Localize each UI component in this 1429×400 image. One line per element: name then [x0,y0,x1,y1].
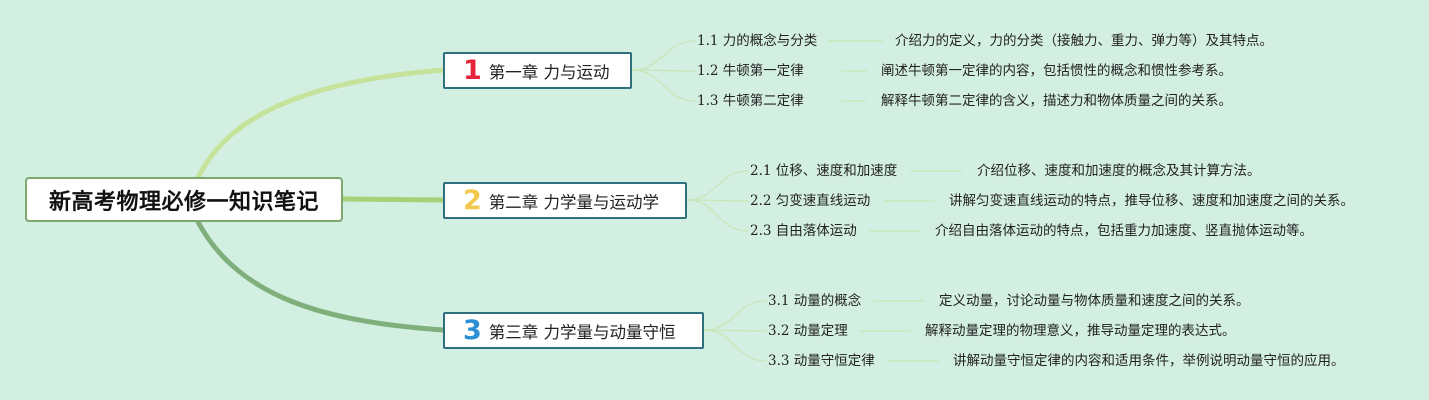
sub-branch-2-1 [686,170,749,201]
chapter-number-1: 1 [463,55,482,86]
section-label-3-3[interactable]: 3.3 动量守恒定律 [768,353,875,369]
section-label-3-2[interactable]: 3.2 动量定理 [768,323,848,339]
sub-branch-1-1 [631,40,696,71]
chapter-node-3[interactable]: 3 第三章 力学量与动量守恒 [443,312,704,349]
section-description-2-1: 介绍位移、速度和加速度的概念及其计算方法。 [977,163,1261,179]
section-label-2-1[interactable]: 2.1 位移、速度和加速度 [750,163,898,179]
branch-chapter-3 [195,219,446,333]
section-description-3-2: 解释动量定理的物理意义，推导动量定理的表达式。 [925,323,1236,339]
sub-branch-3-3 [703,329,767,362]
section-description-3-1: 定义动量，讨论动量与物体质量和速度之间的关系。 [939,293,1250,309]
sub-branch-1-3 [631,69,696,102]
branch-chapter-1 [195,67,446,181]
section-label-1-1[interactable]: 1.1 力的概念与分类 [697,33,818,49]
sub-branch-2-3 [686,199,749,232]
chapter-node-2[interactable]: 2 第二章 力学量与运动学 [443,182,687,219]
section-label-1-3[interactable]: 1.3 牛顿第二定律 [697,93,804,109]
chapter-title-2: 第二章 力学量与运动学 [488,192,660,212]
branch-chapter-2 [340,196,446,203]
chapter-number-3: 3 [463,315,482,346]
section-label-2-3[interactable]: 2.3 自由落体运动 [750,223,857,239]
section-label-1-2[interactable]: 1.2 牛顿第一定律 [697,63,804,79]
section-description-1-2: 阐述牛顿第一定律的内容，包括惯性的概念和惯性参考系。 [881,63,1232,79]
section-description-1-1: 介绍力的定义，力的分类（接触力、重力、弹力等）及其特点。 [895,33,1273,49]
root-node[interactable]: 新高考物理必修一知识笔记 [25,177,343,222]
section-description-2-2: 讲解匀变速直线运动的特点，推导位移、速度和加速度之间的关系。 [949,193,1354,209]
section-label-3-1[interactable]: 3.1 动量的概念 [768,293,862,309]
section-description-3-3: 讲解动量守恒定律的内容和适用条件，举例说明动量守恒的应用。 [953,353,1345,369]
section-description-1-3: 解释牛顿第二定律的含义，描述力和物体质量之间的关系。 [881,93,1232,109]
section-description-2-3: 介绍自由落体运动的特点，包括重力加速度、竖直抛体运动等。 [935,223,1313,239]
chapter-node-1[interactable]: 1 第一章 力与运动 [443,52,632,89]
root-title: 新高考物理必修一知识笔记 [48,189,319,215]
chapter-title-1: 第一章 力与运动 [488,62,610,82]
sub-branch-3-1 [703,300,767,331]
chapter-number-2: 2 [463,185,482,216]
chapter-title-3: 第三章 力学量与动量守恒 [488,322,676,342]
section-label-2-2[interactable]: 2.2 匀变速直线运动 [750,193,871,209]
